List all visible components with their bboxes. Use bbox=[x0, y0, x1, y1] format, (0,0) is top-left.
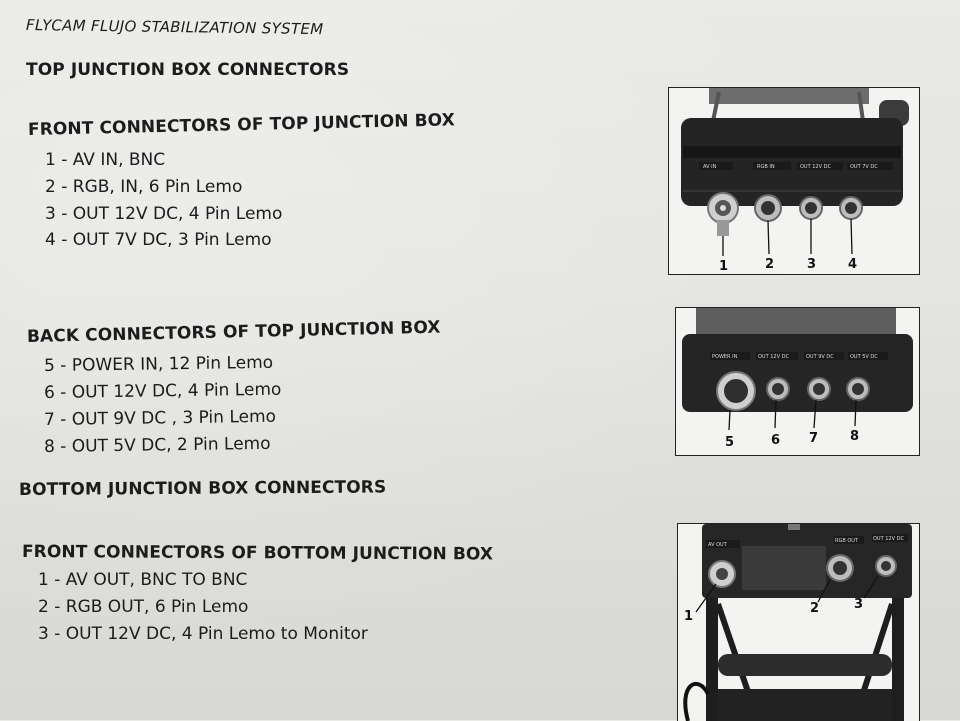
stand-frame bbox=[683, 598, 904, 721]
list-item: 1 - AV OUT, BNC TO BNC bbox=[38, 570, 248, 590]
panel-labels: POWER IN OUT 12V DC OUT 9V DC OUT 5V DC bbox=[710, 352, 888, 360]
photo-back-top-junction-box: POWER IN OUT 12V DC OUT 9V DC OUT 5V DC … bbox=[675, 307, 920, 456]
lemo-4-pin-connector-icon bbox=[799, 196, 823, 220]
list-item: 3 - OUT 12V DC, 4 Pin Lemo to Monitor bbox=[38, 624, 368, 644]
list-item: 2 - RGB OUT, 6 Pin Lemo bbox=[38, 597, 249, 617]
bnc-connector-icon bbox=[707, 192, 739, 236]
panel-label: RGB OUT bbox=[835, 538, 859, 544]
panel-label: OUT 7V DC bbox=[850, 164, 878, 170]
photo-front-bottom-junction-box: AV OUT RGB OUT OUT 12V DC 1 2 bbox=[677, 523, 920, 721]
list-item: 6 - OUT 12V DC, 4 Pin Lemo bbox=[43, 379, 282, 403]
callout-number: 5 bbox=[725, 435, 734, 450]
bnc-connector-icon bbox=[708, 560, 736, 588]
callout-number: 3 bbox=[807, 257, 816, 272]
lemo-3-pin-connector-icon bbox=[839, 196, 863, 220]
lemo-2-pin-connector-icon bbox=[846, 377, 870, 401]
lemo-4-pin-connector-icon bbox=[766, 377, 790, 401]
panel-label: AV OUT bbox=[708, 542, 728, 548]
list-item: 2 - RGB, IN, 6 Pin Lemo bbox=[45, 177, 243, 197]
subsection-heading-front-bottom: FRONT CONNECTORS OF BOTTOM JUNCTION BOX bbox=[21, 542, 494, 565]
panel-label: AV IN bbox=[703, 164, 717, 170]
callout-number: 4 bbox=[848, 257, 857, 272]
document-header: FLYCAM FLUJO STABILIZATION SYSTEM bbox=[25, 16, 324, 39]
callout-number: 3 bbox=[854, 597, 863, 612]
callout-number: 1 bbox=[719, 259, 728, 274]
list-item: 5 - POWER IN, 12 Pin Lemo bbox=[43, 352, 274, 376]
list-item: 8 - OUT 5V DC, 2 Pin Lemo bbox=[43, 433, 271, 457]
section-heading-top-junction-box: TOP JUNCTION BOX CONNECTORS bbox=[26, 60, 350, 80]
list-item: 4 - OUT 7V DC, 3 Pin Lemo bbox=[45, 230, 272, 250]
panel-labels: AV OUT RGB OUT OUT 12V DC bbox=[706, 534, 908, 548]
callout-number: 2 bbox=[765, 257, 774, 272]
panel-label: OUT 12V DC bbox=[758, 354, 789, 360]
lemo-4-pin-connector-icon bbox=[875, 555, 897, 577]
lemo-12-pin-connector-icon bbox=[716, 371, 756, 411]
lemo-6-pin-connector-icon bbox=[826, 554, 854, 582]
panel-label: OUT 12V DC bbox=[800, 164, 831, 170]
panel-label: POWER IN bbox=[712, 354, 738, 360]
callout-number: 2 bbox=[810, 601, 819, 616]
panel-label: RGB IN bbox=[757, 164, 775, 170]
callout-number: 1 bbox=[684, 609, 693, 624]
callout-number: 6 bbox=[771, 433, 780, 448]
section-heading-bottom-junction-box: BOTTOM JUNCTION BOX CONNECTORS bbox=[18, 477, 387, 500]
panel-label: OUT 5V DC bbox=[850, 354, 878, 360]
lemo-6-pin-connector-icon bbox=[754, 194, 782, 222]
list-item: 7 - OUT 9V DC , 3 Pin Lemo bbox=[43, 406, 277, 430]
panel-label: OUT 9V DC bbox=[806, 354, 834, 360]
panel-label: OUT 12V DC bbox=[873, 536, 904, 542]
subsection-heading-back-top: BACK CONNECTORS OF TOP JUNCTION BOX bbox=[26, 317, 441, 347]
subsection-heading-front-top: FRONT CONNECTORS OF TOP JUNCTION BOX bbox=[27, 110, 456, 140]
callout-number: 7 bbox=[809, 431, 818, 446]
list-item: 3 - OUT 12V DC, 4 Pin Lemo bbox=[45, 204, 283, 224]
panel-labels: AV IN RGB IN OUT 12V DC OUT 7V DC bbox=[699, 162, 893, 170]
list-item: 1 - AV IN, BNC bbox=[45, 150, 166, 170]
callout-number: 8 bbox=[850, 429, 859, 444]
photo-front-top-junction-box: AV IN RGB IN OUT 12V DC OUT 7V DC 1 bbox=[668, 87, 920, 275]
lemo-3-pin-connector-icon bbox=[807, 377, 831, 401]
